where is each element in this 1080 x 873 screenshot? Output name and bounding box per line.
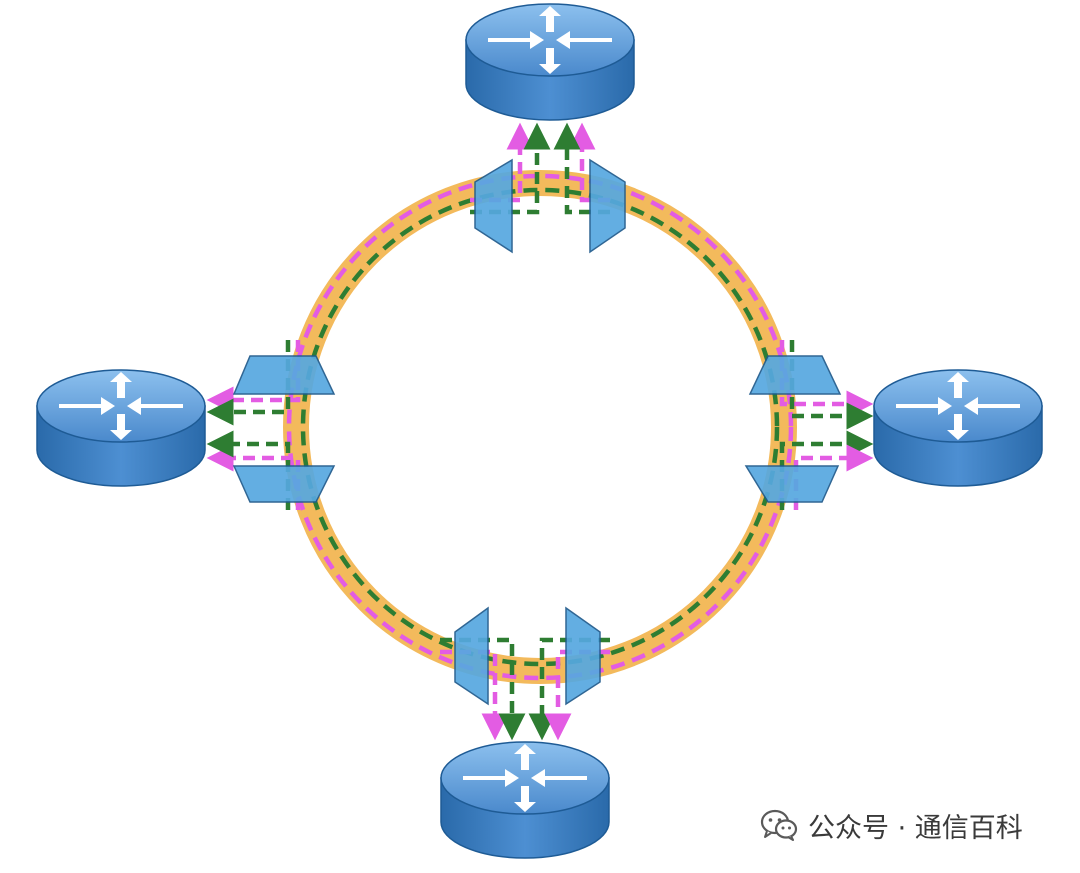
mux-icon <box>474 158 513 254</box>
router-icon <box>465 3 635 121</box>
router-icon <box>873 369 1043 487</box>
mux-icon <box>565 606 601 706</box>
mux-icon <box>748 355 842 395</box>
add-drop-paths <box>206 122 874 741</box>
mux-icon <box>232 465 336 503</box>
mux-group <box>232 158 842 706</box>
watermark: 公众号 · 通信百科 <box>760 803 1023 847</box>
wechat-icon <box>760 809 798 841</box>
router-icon <box>36 369 206 487</box>
watermark-text: 公众号 · 通信百科 <box>808 812 1023 844</box>
mux-icon <box>589 158 626 254</box>
mux-icon <box>744 465 840 503</box>
fiber-ring <box>283 170 797 684</box>
mux-icon <box>232 355 336 395</box>
mux-icon <box>454 606 489 706</box>
router-icon <box>440 741 610 859</box>
